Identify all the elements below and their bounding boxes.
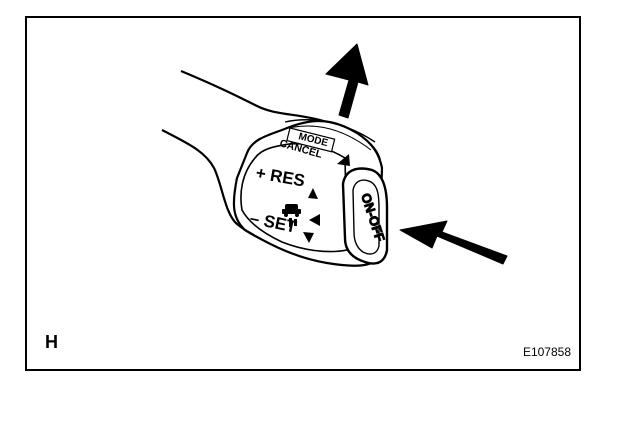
- corner-letter: H: [45, 332, 58, 352]
- car-distance-icon: [282, 204, 301, 227]
- cruise-control-switch-illustration: ON-OFF MODE CANCEL + RES: [161, 43, 508, 267]
- car-distance-control: [282, 204, 320, 227]
- triangle-up-icon: [308, 188, 318, 199]
- triangle-left-icon: [309, 214, 320, 226]
- on-off-button: ON-OFF: [341, 167, 388, 265]
- arrow-up-icon: [325, 43, 369, 119]
- mode-label-box: [286, 127, 336, 153]
- triangle-left-icon: [337, 154, 350, 166]
- figure-frame: ON-OFF MODE CANCEL + RES: [25, 16, 581, 371]
- triangle-down-icon: [303, 232, 314, 243]
- arrow-push-icon: [399, 220, 508, 265]
- figure-code: E107858: [522, 345, 571, 359]
